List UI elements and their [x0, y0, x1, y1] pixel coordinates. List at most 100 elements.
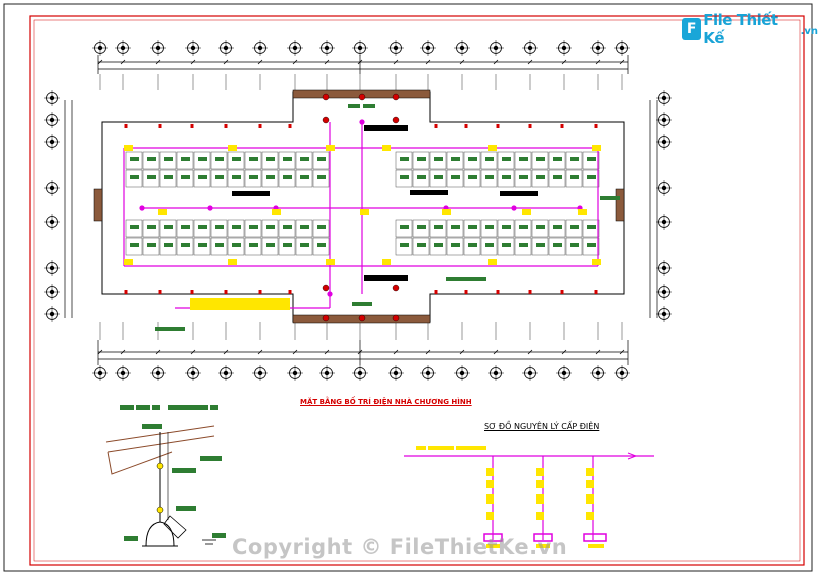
pen-cell: [548, 219, 566, 238]
column-post: [594, 124, 598, 128]
equipment-tag: [249, 243, 258, 247]
equipment-tag: [232, 175, 241, 179]
dimension-ticks: [97, 59, 625, 355]
equipment-tag: [147, 243, 156, 247]
equipment-tag: [147, 157, 156, 161]
pen-cell: [412, 169, 430, 188]
pen-cell: [582, 219, 600, 238]
equipment-tag: [181, 243, 190, 247]
equipment-tag: [417, 157, 426, 161]
dimension-tick: [493, 349, 499, 355]
wiring-node: [359, 119, 365, 125]
pen-cell: [514, 237, 532, 256]
lamp-marker: [488, 145, 497, 151]
equipment-tag: [485, 175, 494, 179]
equipment-tag: [400, 225, 409, 229]
pen-cell: [548, 237, 566, 256]
lamp-marker: [592, 259, 601, 265]
pen-cell: [446, 169, 464, 188]
pen-cell: [463, 151, 481, 170]
column-post: [560, 290, 564, 294]
outer-frame: [3, 3, 813, 572]
column-post: [392, 314, 400, 322]
dimension-tick: [595, 349, 601, 355]
column-post: [496, 290, 500, 294]
dimension-tick: [459, 349, 465, 355]
column-post: [392, 284, 400, 292]
column-post: [258, 124, 262, 128]
inner-frame: [29, 15, 805, 566]
dimension-tick: [190, 59, 196, 65]
equipment-tag: [519, 157, 528, 161]
pen-cell: [244, 219, 262, 238]
equipment-tag: [502, 243, 511, 247]
pen-cell: [193, 219, 211, 238]
pen-cell: [193, 237, 211, 256]
equipment-tag: [587, 157, 596, 161]
pen-cell: [295, 219, 313, 238]
equipment-tag: [164, 175, 173, 179]
schematic-title: SƠ ĐỒ NGUYÊN LÝ CẤP ĐIỆN: [484, 422, 600, 431]
pen-cell: [565, 237, 583, 256]
supply-schematic: [404, 446, 654, 548]
pen-cell: [395, 169, 413, 188]
pen-cell: [497, 151, 515, 170]
pen-cell: [446, 151, 464, 170]
pen-cell: [278, 219, 296, 238]
right-dimension-lines: [649, 100, 658, 318]
equipment-tag: [570, 175, 579, 179]
column-posts: [124, 93, 598, 322]
equipment-tag: [468, 175, 477, 179]
column-post: [464, 290, 468, 294]
column-post: [258, 290, 262, 294]
equipment-tag: [553, 225, 562, 229]
site-logo[interactable]: F File Thiết Kế .vn: [682, 11, 818, 47]
equipment-tag: [283, 175, 292, 179]
equipment-tag: [587, 175, 596, 179]
equipment-tag: [249, 225, 258, 229]
equipment-tag: [283, 243, 292, 247]
equipment-tag: [198, 225, 207, 229]
pen-cell: [312, 237, 330, 256]
wiring-network: [123, 122, 599, 309]
pen-cell: [565, 219, 583, 238]
equipment-tag: [130, 243, 139, 247]
equipment-tag: [570, 225, 579, 229]
equipment-tag: [317, 243, 326, 247]
pen-cell: [261, 237, 279, 256]
wiring-node: [511, 205, 517, 211]
equipment-tag: [502, 225, 511, 229]
dimension-tick: [619, 59, 625, 65]
equipment-tag: [570, 243, 579, 247]
pen-cell: [278, 169, 296, 188]
equipment-tag: [485, 157, 494, 161]
column-post: [496, 124, 500, 128]
pen-cell: [193, 151, 211, 170]
pen-cell: [210, 151, 228, 170]
bottom-dimension-lines: [97, 340, 629, 365]
pen-cell: [565, 169, 583, 188]
equipment-tag: [417, 243, 426, 247]
column-post: [322, 314, 330, 322]
equipment-tag: [400, 243, 409, 247]
lamp-marker: [326, 145, 335, 151]
pen-cell: [480, 237, 498, 256]
pen-cell: [497, 169, 515, 188]
wiring-node: [139, 205, 145, 211]
column-post: [528, 124, 532, 128]
equipment-tag: [266, 157, 275, 161]
pen-cell: [244, 169, 262, 188]
lamp-marker: [592, 145, 601, 151]
plan-title: MẶT BẰNG BỐ TRÍ ĐIỆN NHÀ CHƯƠNG HÌNH: [300, 398, 472, 406]
pen-cell: [582, 169, 600, 188]
pen-cell: [278, 151, 296, 170]
lamp-marker: [360, 209, 369, 215]
equipment-tag: [164, 157, 173, 161]
pen-cell: [142, 169, 160, 188]
equipment-tag: [451, 175, 460, 179]
pen-cell: [227, 151, 245, 170]
equipment-tag: [519, 243, 528, 247]
equipment-tag: [553, 157, 562, 161]
equipment-tag: [283, 157, 292, 161]
equipment-tag: [215, 243, 224, 247]
